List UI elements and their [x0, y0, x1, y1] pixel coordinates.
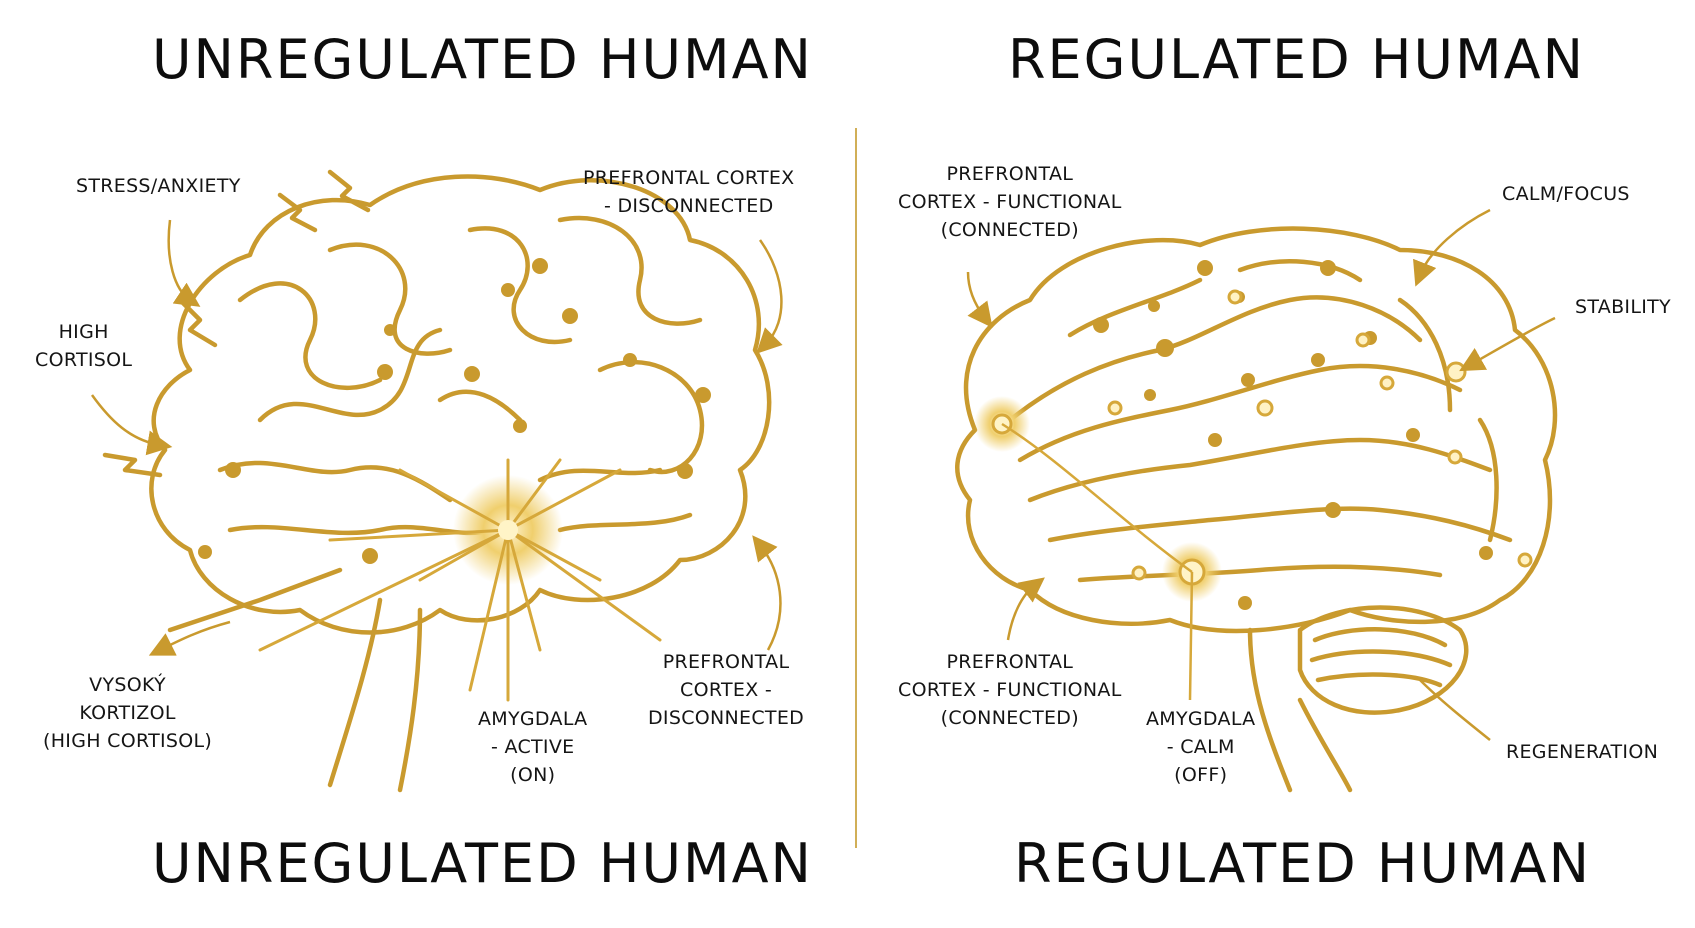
label-pfc-functional-top: PREFRONTAL CORTEX - FUNCTIONAL (CONNECTE…: [898, 163, 1122, 241]
label-pfc-functional-bottom: PREFRONTAL CORTEX - FUNCTIONAL (CONNECTE…: [898, 651, 1122, 729]
label-calm-focus: CALM/FOCUS: [1502, 183, 1630, 205]
unregulated-callout-arrows: [90, 219, 783, 656]
regulated-neural-nodes: [1093, 260, 1493, 610]
regulated-callout-arrows: [966, 208, 1556, 741]
label-pfc-disconnected-top: PREFRONTAL CORTEX - DISCONNECTED: [583, 167, 795, 217]
panel-divider: [855, 128, 857, 848]
amygdala-active-burst: [258, 458, 662, 702]
label-stability: STABILITY: [1575, 296, 1671, 318]
right-title-top: REGULATED HUMAN: [1008, 28, 1585, 91]
regulated-focal-points: [974, 396, 1222, 701]
label-stress-anxiety: STRESS/ANXIETY: [76, 175, 241, 197]
label-regeneration: REGENERATION: [1506, 741, 1659, 763]
right-title-bottom: REGULATED HUMAN: [1014, 832, 1591, 895]
label-amygdala-active: AMYGDALA - ACTIVE (ON): [478, 708, 588, 786]
unregulated-brain: [102, 169, 772, 793]
left-title-bottom: UNREGULATED HUMAN: [152, 832, 813, 895]
label-amygdala-calm: AMYGDALA - CALM (OFF): [1146, 708, 1256, 786]
label-vysoky-kortizol: VYSOKÝ KORTIZOL (HIGH CORTISOL): [43, 674, 213, 752]
label-high-cortisol: HIGH CORTISOL: [35, 321, 133, 371]
left-title-top: UNREGULATED HUMAN: [152, 28, 813, 91]
unregulated-neural-nodes: [198, 258, 711, 564]
label-pfc-disconnected-bottom: PREFRONTAL CORTEX - DISCONNECTED: [648, 651, 805, 729]
regulated-glow-nodes: [1107, 289, 1533, 581]
